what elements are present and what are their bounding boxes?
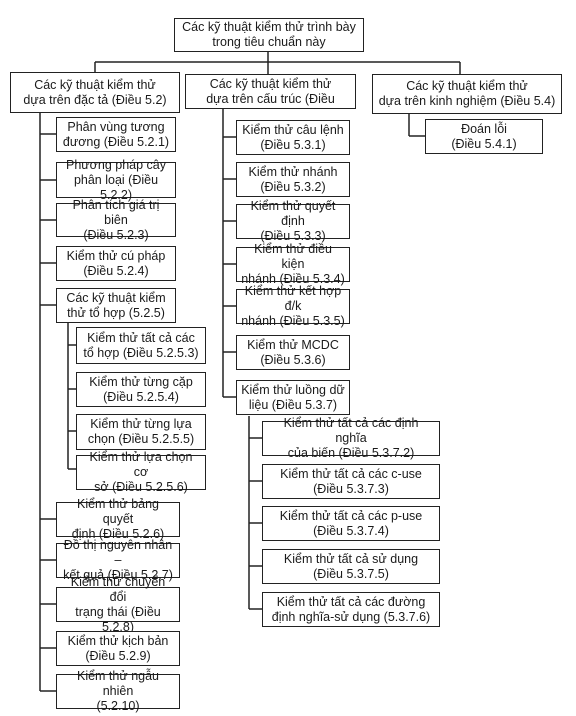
- subitem-all-p-uses: Kiểm thử tất cả các p-use (Điều 5.3.7.4): [262, 506, 440, 541]
- subitem-pairwise: Kiểm thử từng cặp (Điều 5.2.5.4): [76, 372, 206, 407]
- item-cause-effect: Đồ thị nguyên nhân – kết quả (Điều 5.2.7…: [56, 538, 180, 582]
- item-decision-testing: Kiểm thử quyết định (Điều 5.3.3): [236, 199, 350, 243]
- item-branch-condition: Kiểm thử điều kiện nhánh (Điều 5.3.4): [236, 242, 350, 286]
- subitem-all-definitions: Kiểm thử tất cả các định nghĩa của biến …: [262, 416, 440, 460]
- item-mcdc: Kiểm thử MCDC (Điều 5.3.6): [236, 335, 350, 370]
- item-branch-testing: Kiểm thử nhánh (Điều 5.3.2): [236, 162, 350, 197]
- item-state-transition: Kiểm thử chuyển đổi trạng thái (Điều 5.2…: [56, 575, 180, 634]
- root-box: Các kỹ thuật kiểm thử trình bày trong ti…: [174, 18, 364, 52]
- item-statement-testing: Kiểm thử câu lệnh (Điều 5.3.1): [236, 120, 350, 155]
- item-scenario-testing: Kiểm thử kịch bản (Điều 5.2.9): [56, 631, 180, 666]
- item-syntax-testing: Kiểm thử cú pháp (Điều 5.2.4): [56, 246, 176, 281]
- item-decision-table: Kiểm thử bảng quyết định (Điều 5.2.6): [56, 497, 180, 541]
- category-structure-box: Các kỹ thuật kiểm thử dựa trên cấu trúc …: [185, 74, 356, 109]
- subitem-all-uses: Kiểm thử tất cả sử dụng (Điều 5.3.7.5): [262, 549, 440, 584]
- item-error-guessing: Đoán lỗi (Điều 5.4.1): [425, 119, 543, 154]
- item-combinatorial: Các kỹ thuật kiểm thử tổ hợp (5.2.5): [56, 288, 176, 323]
- subitem-all-c-uses: Kiểm thử tất cả các c-use (Điều 5.3.7.3): [262, 464, 440, 499]
- item-random-testing: Kiểm thử ngẫu nhiên (5.2.10): [56, 669, 180, 713]
- item-equivalence-partitioning: Phân vùng tương đương (Điều 5.2.1): [56, 117, 176, 152]
- item-branch-condition-combination: Kiểm thử kết hợp đ/k nhánh (Điều 5.3.5): [236, 284, 350, 328]
- category-specification-box: Các kỹ thuật kiểm thử dựa trên đặc tả (Đ…: [10, 72, 180, 113]
- subitem-base-choice: Kiểm thử lựa chọn cơ sở (Điều 5.2.5.6): [76, 450, 206, 494]
- subitem-each-choice: Kiểm thử từng lựa chọn (Điều 5.2.5.5): [76, 414, 206, 450]
- category-experience-box: Các kỹ thuật kiểm thử dựa trên kinh nghi…: [372, 74, 562, 114]
- item-classification-tree: Phương pháp cây phân loại (Điều 5.2.2): [56, 158, 176, 202]
- item-data-flow: Kiểm thử luồng dữ liệu (Điều 5.3.7): [236, 380, 350, 415]
- subitem-all-combinations: Kiểm thử tất cả các tổ hợp (Điều 5.2.5.3…: [76, 327, 206, 364]
- subitem-all-du-paths: Kiểm thử tất cả các đường định nghĩa-sử …: [262, 592, 440, 627]
- item-boundary-value: Phân tích giá trị biên (Điều 5.2.3): [56, 198, 176, 242]
